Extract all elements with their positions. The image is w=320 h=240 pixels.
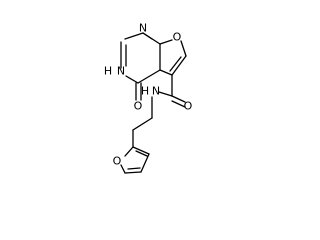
- bond-c4-c5-double: [124, 171, 142, 174]
- bond-c8b-n1: [142, 32, 161, 45]
- structure-diagram: N O H N O H N O O: [104, 22, 193, 174]
- atom-h-ring: H: [104, 65, 112, 78]
- atom-n-ring: N: [117, 65, 125, 78]
- atom-o-carbonyl: O: [134, 100, 143, 113]
- bond-o-c2furan: [124, 146, 134, 157]
- bond-camide-n: [158, 91, 173, 97]
- bond-n1-c8a: [124, 32, 144, 40]
- bond-c3-c4: [140, 153, 150, 173]
- bond-c4-c4a: [137, 69, 161, 84]
- bond-c2furan-c3-inner: [135, 150, 148, 157]
- bond-c5-c4a: [159, 69, 173, 76]
- bond-c5-o: [120, 164, 126, 174]
- bond-c6-c5-double-inner: [169, 56, 182, 72]
- bond-c4-c5-double-inner: [127, 167, 141, 170]
- bond-c8b-o: [159, 39, 173, 45]
- bond-ch2-ch2: [132, 117, 153, 131]
- molecule-canvas: N O H N O H N O O: [104, 22, 193, 174]
- atom-n-amide: N: [152, 85, 160, 98]
- bond-camide-o: [171, 95, 186, 103]
- atom-o-amide: O: [184, 100, 193, 113]
- atom-h-amide: H: [141, 85, 149, 98]
- bond-c6-c5-double: [171, 55, 187, 76]
- atom-o-furan-bottom: O: [113, 155, 122, 168]
- atom-o-furan-top: O: [173, 31, 182, 44]
- bond-o-c6: [180, 40, 187, 57]
- bond-n3-c4: [125, 75, 139, 84]
- bond-camide-o-2: [171, 100, 186, 108]
- atom-n-top: N: [139, 22, 147, 35]
- bond-c2furan-c3: [132, 146, 150, 155]
